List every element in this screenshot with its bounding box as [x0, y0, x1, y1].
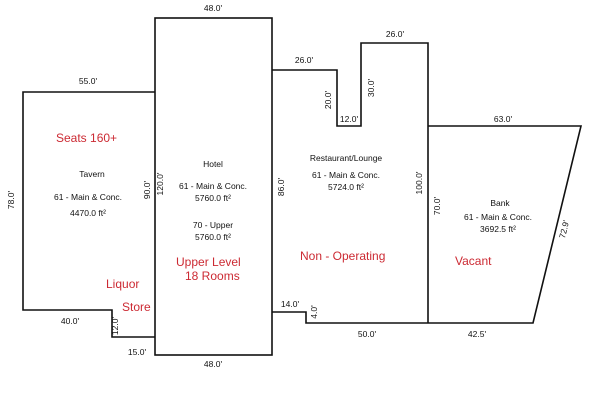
bank-name: Bank	[490, 198, 510, 208]
restaurant-area: 5724.0 ft²	[328, 182, 364, 192]
tavern-outline	[22, 91, 155, 338]
dim-rest-top2: 26.0'	[386, 29, 405, 39]
tavern-name: Tavern	[79, 169, 105, 179]
hotel-zoning: 61 - Main & Conc.	[179, 181, 247, 191]
dim-rest-v2: 30.0'	[366, 79, 376, 98]
restaurant-outline	[272, 42, 429, 323]
dim-hotel-bottom: 48.0'	[204, 359, 223, 369]
dim-rest-top1: 26.0'	[295, 55, 314, 65]
tavern-area: 4470.0 ft²	[70, 208, 106, 218]
dim-hotel-left: 120.0'	[155, 172, 165, 195]
hotel-outline	[154, 17, 273, 356]
dim-rest-notch: 12.0'	[340, 114, 359, 124]
restaurant-zoning: 61 - Main & Conc.	[312, 170, 380, 180]
bank-area: 3692.5 ft²	[480, 224, 516, 234]
annotation-non-operating: Non - Operating	[300, 249, 385, 263]
dim-bank-top: 63.0'	[494, 114, 513, 124]
dim-rest-step-h: 14.0'	[281, 299, 300, 309]
dim-hotel-top: 48.0'	[204, 3, 223, 13]
dim-rest-right: 100.0'	[414, 171, 424, 194]
dim-rest-bottom: 50.0'	[358, 329, 377, 339]
annotation-upper-level: Upper Level	[176, 255, 241, 269]
dim-bank-bottom: 42.5'	[468, 329, 487, 339]
bank-zoning: 61 - Main & Conc.	[464, 212, 532, 222]
annotation-vacant: Vacant	[455, 254, 492, 268]
dim-bank-diag: 72.9'	[557, 219, 571, 239]
dim-tavern-bottom: 40.0'	[61, 316, 80, 326]
dim-liquor-notch-v: 12.0'	[110, 317, 120, 336]
annotation-liquor: Liquor	[106, 277, 139, 291]
dim-rest-step-v: 4.0'	[309, 305, 319, 319]
annotation-store: Store	[122, 300, 151, 314]
dim-tavern-top: 55.0'	[79, 76, 98, 86]
restaurant-bottom-wall	[272, 311, 428, 324]
hotel-area: 5760.0 ft²	[195, 193, 231, 203]
hotel-name: Hotel	[203, 159, 223, 169]
dim-bank-left: 70.0'	[432, 197, 442, 216]
dim-tavern-left: 78.0'	[6, 191, 16, 210]
dim-rest-v1: 20.0'	[323, 91, 333, 110]
annotation-seats: Seats 160+	[56, 131, 117, 145]
bank-outline	[428, 125, 583, 324]
dim-liquor-notch-h: 15.0'	[128, 347, 147, 357]
annotation-rooms: 18 Rooms	[185, 269, 240, 283]
hotel-upper-area: 5760.0 ft²	[195, 232, 231, 242]
hotel-upper-zoning: 70 - Upper	[193, 220, 233, 230]
restaurant-name: Restaurant/Lounge	[310, 153, 383, 163]
dim-hotel-right: 86.0'	[276, 178, 286, 197]
dim-tavern-right: 90.0'	[142, 181, 152, 200]
tavern-zoning: 61 - Main & Conc.	[54, 192, 122, 202]
